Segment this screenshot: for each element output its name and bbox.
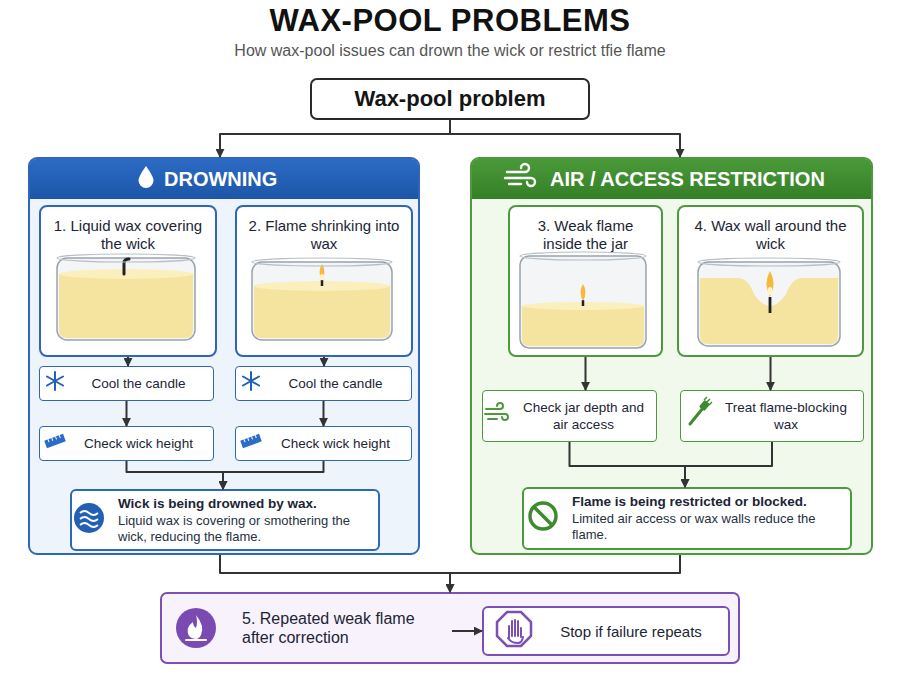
node-body: Liquid wax is covering or smothering the…	[118, 513, 370, 545]
subtitle: How wax-pool issues can drown the wick o…	[0, 42, 900, 60]
node-label: 5. Repeated weak flame after correction	[242, 609, 442, 647]
candle-wax-wall	[698, 258, 840, 346]
node-label: 2. Flame shrinking into wax	[245, 217, 403, 253]
wind-icon	[505, 164, 535, 186]
flow-arrow	[450, 120, 680, 157]
action-box: Check jar depth and air access	[482, 390, 657, 442]
action-box: Treat flame-blocking wax	[680, 390, 864, 442]
flow-arrow	[585, 357, 587, 390]
flow-arrow	[220, 555, 450, 592]
node-label: 4. Wax wall around the wick	[687, 217, 854, 253]
final-check-box: 5. Repeated weak flame after correction S…	[160, 592, 740, 664]
panel-header: DROWNING	[30, 159, 418, 199]
action-box: Cool the candle	[39, 366, 214, 401]
node-label: 3. Weak flame inside the jar	[518, 217, 653, 253]
flow-arrow	[770, 357, 772, 390]
node-label: Check jar depth and air access	[519, 399, 648, 433]
node-label: Wick is being drowned by wax.	[118, 496, 317, 512]
panel-header: AIR / ACCESS RESTRICTION	[472, 159, 871, 199]
flow-arrow	[127, 461, 224, 489]
flame-icon	[176, 608, 216, 648]
candle-deep-jar	[520, 252, 646, 348]
panel-heading: AIR / ACCESS RESTRICTION	[550, 168, 825, 191]
flow-arrow	[323, 357, 325, 366]
illustrated-step-box: 4. Wax wall around the wick	[677, 205, 864, 357]
node-label: Wax-pool problem	[354, 86, 545, 112]
summary-box: Flame is being restricted or blocked.Lim…	[522, 487, 852, 550]
flow-arrow	[450, 555, 680, 592]
brush-icon	[690, 397, 712, 424]
illustrated-step-box: 2. Flame shrinking into wax	[235, 205, 413, 357]
illustrated-step-box: 3. Weak flame inside the jar	[508, 205, 663, 357]
node-body: Limited air access or wax walls reduce t…	[572, 511, 842, 543]
node-label: Flame is being restricted or blocked.	[572, 494, 807, 510]
category-panel: AIR / ACCESS RESTRICTION 3. Weak flame in…	[470, 157, 873, 555]
page-title: WAX-POOL PROBLEMS	[0, 3, 900, 39]
node-label: Check wick height	[281, 435, 390, 452]
summary-box: Wick is being drowned by wax.Liquid wax …	[70, 489, 380, 551]
snowflake-icon	[47, 372, 259, 390]
flow-arrow	[570, 442, 686, 487]
category-panel: DROWNING 1. Liquid wax covering the wick 2…	[28, 157, 420, 555]
node-label: Cool the candle	[92, 375, 186, 392]
wave-icon	[74, 503, 104, 533]
wind-icon-small	[485, 403, 508, 420]
action-box: Check wick height	[235, 426, 412, 461]
node-label: Check wick height	[84, 435, 193, 452]
flow-arrow	[685, 442, 772, 487]
flow-arrow	[452, 630, 482, 632]
flow-arrow	[323, 401, 325, 426]
droplet-icon	[139, 166, 154, 188]
ruler-icon	[44, 434, 262, 448]
stop-icon	[497, 612, 531, 646]
panel-heading: DROWNING	[164, 168, 277, 191]
prohibit-icon	[530, 503, 556, 529]
node-label: Cool the candle	[289, 375, 383, 392]
candle-shrinking-flame	[252, 258, 392, 340]
node-label: Treat flame-blocking wax	[717, 399, 855, 433]
flow-arrow	[126, 401, 128, 426]
action-box: Check wick height	[39, 426, 214, 461]
action-box: Cool the candle	[235, 366, 412, 401]
node-label: 1. Liquid wax covering the wick	[49, 217, 207, 253]
candle-drowned	[57, 254, 195, 340]
illustrated-step-box: 1. Liquid wax covering the wick	[39, 205, 217, 357]
flow-arrow	[220, 120, 450, 157]
flow-arrow	[127, 357, 129, 366]
node-label: Stop if failure repeats	[560, 622, 702, 641]
stop-box: Stop if failure repeats	[482, 606, 730, 656]
start-box: Wax-pool problem	[310, 78, 590, 120]
flow-arrow	[223, 461, 324, 489]
